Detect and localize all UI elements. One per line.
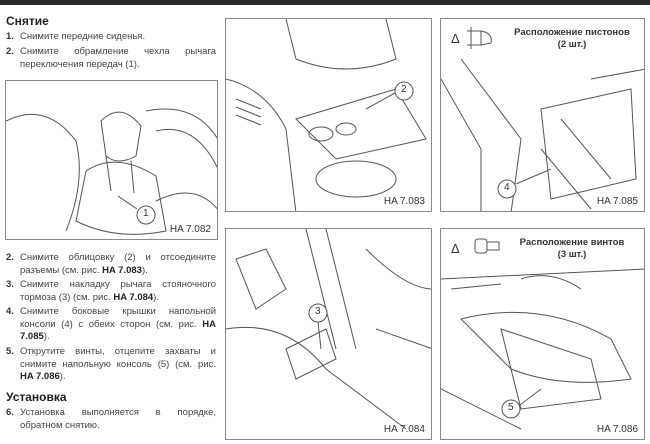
callout-number: 3 [315, 306, 321, 317]
step-number: 1. [6, 31, 14, 42]
step-text: Снимите накладку рычага стояночного торм… [20, 279, 216, 304]
step-1: 1. Снимите передние сиденья. [6, 31, 216, 44]
step-2: 2. Снимите обрамление чехла рычага перекл… [6, 46, 216, 71]
step-text-end: ). [43, 331, 50, 342]
legend-count: (3 шт.) [557, 249, 587, 260]
triangle-symbol: Δ [451, 241, 460, 256]
callout-number: 5 [508, 402, 514, 413]
legend-count: (2 шт.) [557, 39, 587, 50]
figure-caption: HA 7.085 [596, 196, 638, 207]
step-text: Снимите передние сиденья. [20, 31, 146, 42]
figure-ha-7-086: Δ Расположение винтов(3 шт.) 5 HA 7.086 [440, 228, 645, 440]
step-text-end: ). [59, 371, 66, 382]
legend: Расположение пистонов(2 шт.) [507, 27, 637, 51]
step-3: 3. Снимите накладку рычага стояночного то… [6, 279, 216, 304]
step-text-end: ). [141, 264, 148, 276]
figure-caption: HA 7.082 [169, 224, 211, 235]
step-number: 6. [6, 407, 14, 418]
step-text: Снимите облицовку (2) и отсоедините разъ… [20, 252, 216, 277]
figure-ha-7-085: Δ Расположение пистонов(2 шт.) 4 HA 7.08… [440, 18, 645, 212]
figure-ha-7-084: 3 HA 7.084 [225, 228, 432, 440]
figure-ref: HA 7.086 [20, 371, 60, 382]
step-text: Снимите обрамление чехла рычага переключ… [20, 46, 216, 70]
step-text-end: ). [153, 291, 159, 303]
step-5: 5. Открутите винты, отцепите захваты и сн… [6, 346, 216, 384]
install-heading: Установка [6, 390, 67, 404]
legend-title: Расположение пистонов [514, 27, 630, 38]
step-text-main: Снимите боковые крышки напольной консоли… [20, 306, 216, 330]
step-2b: 2. Снимите облицовку (2) и отсоедините ра… [6, 252, 216, 277]
step-text: Снимите боковые крышки напольной консоли… [20, 306, 216, 344]
figure-caption: HA 7.084 [383, 424, 425, 435]
legend-title: Расположение винтов [519, 237, 625, 248]
callout-number: 1 [143, 208, 149, 219]
top-rule [0, 0, 650, 5]
step-4: 4. Снимите боковые крышки напольной консо… [6, 306, 216, 344]
step-text-main: Снимите облицовку (2) и отсоедините разъ… [20, 252, 216, 276]
callout-number: 2 [401, 84, 407, 95]
step-number: 4. [6, 306, 14, 317]
step-number: 2. [6, 46, 14, 57]
step-6: 6. Установка выполняется в порядке, обрат… [6, 407, 216, 432]
callout-number: 4 [504, 182, 510, 193]
triangle-symbol: Δ [451, 31, 460, 46]
step-number: 2. [6, 252, 14, 263]
step-text-main: Открутите винты, отцепите захваты и сним… [20, 346, 216, 370]
figure-caption: HA 7.086 [596, 424, 638, 435]
figure-caption: HA 7.083 [383, 196, 425, 207]
step-text-main: Снимите накладку рычага стояночного торм… [20, 279, 216, 303]
figure-ha-7-083: 2 HA 7.083 [225, 18, 432, 212]
figure-ref: HA 7.084 [113, 291, 154, 303]
figure-ha-7-082: 1 HA 7.082 [5, 80, 218, 240]
legend: Расположение винтов(3 шт.) [507, 237, 637, 261]
step-text: Открутите винты, отцепите захваты и сним… [20, 346, 216, 384]
figure-ref: HA 7.085 [20, 318, 216, 343]
step-number: 5. [6, 346, 14, 357]
step-number: 3. [6, 279, 14, 290]
figure-ref: HA 7.083 [102, 264, 142, 276]
removal-heading: Снятие [6, 14, 49, 28]
step-text: Установка выполняется в порядке, обратно… [20, 407, 216, 431]
